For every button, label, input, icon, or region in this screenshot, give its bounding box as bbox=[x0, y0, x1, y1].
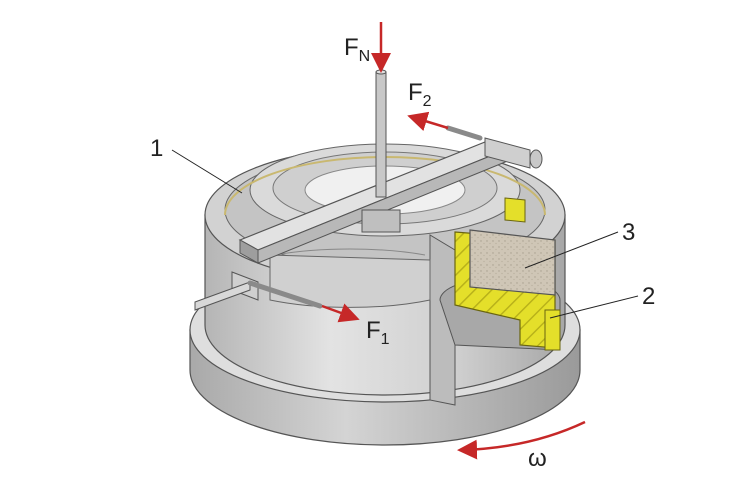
label-part-3: 3 bbox=[622, 219, 635, 246]
label-f2: F2 bbox=[408, 79, 432, 110]
cutaway-section bbox=[429, 197, 561, 406]
label-part-1: 1 bbox=[150, 135, 163, 162]
label-omega: ω bbox=[528, 445, 547, 472]
label-fn: FN bbox=[344, 34, 370, 65]
leader-lines bbox=[171, 149, 639, 319]
sample-part-3 bbox=[469, 229, 556, 296]
arrow-f1 bbox=[321, 303, 360, 323]
label-part-2: 2 bbox=[642, 283, 655, 310]
force-rods bbox=[247, 125, 483, 309]
crossbar bbox=[194, 137, 543, 311]
force-arrows bbox=[321, 22, 586, 460]
load-rod bbox=[375, 69, 387, 198]
label-f1: F1 bbox=[366, 317, 390, 348]
arrow-f2 bbox=[407, 111, 449, 131]
arrow-omega bbox=[457, 420, 586, 460]
labels: FN F2 F1 1 3 2 ω bbox=[150, 34, 655, 472]
